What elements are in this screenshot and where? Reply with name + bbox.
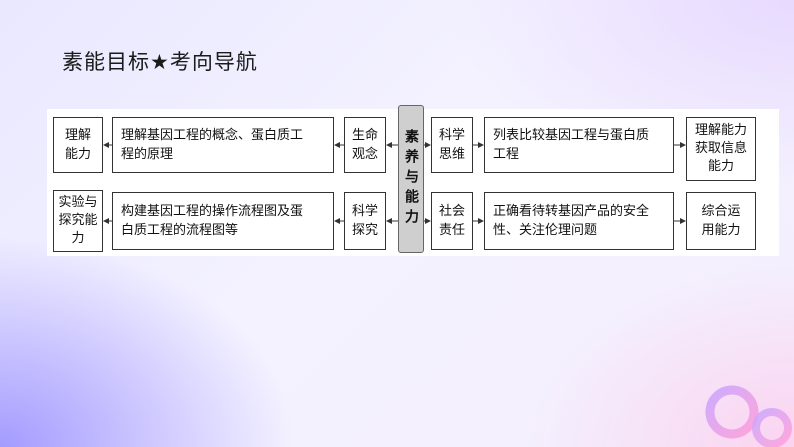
row1-right-ability: 理解能力 获取信息 能力 — [686, 117, 756, 181]
page-title: 素能目标★考向导航 — [62, 50, 258, 74]
row2-right-goal: 正确看待转基因产品的安全 性、关注伦理问题 — [484, 192, 674, 250]
row2-right-ability: 综合运 用能力 — [686, 192, 756, 250]
row1-left-ability: 理解 能力 — [53, 117, 103, 173]
row2-left-goal: 构建基因工程的操作流程图及蛋 白质工程的流程图等 — [112, 192, 334, 250]
core-literacy-ability: 素养与能力 — [398, 105, 424, 253]
row1-right-goal: 列表比较基因工程与蛋白质 工程 — [484, 117, 674, 173]
row2-left-ability: 实验与 探究能 力 — [53, 190, 103, 252]
row1-right-literacy: 科学 思维 — [431, 117, 473, 173]
row2-left-literacy: 科学 探究 — [344, 192, 386, 250]
row1-left-literacy: 生命 观念 — [344, 117, 386, 173]
row1-left-goal: 理解基因工程的概念、蛋白质工 程的原理 — [112, 117, 334, 173]
decorative-rings-icon — [705, 385, 792, 447]
row2-right-literacy: 社会 责任 — [431, 192, 473, 250]
